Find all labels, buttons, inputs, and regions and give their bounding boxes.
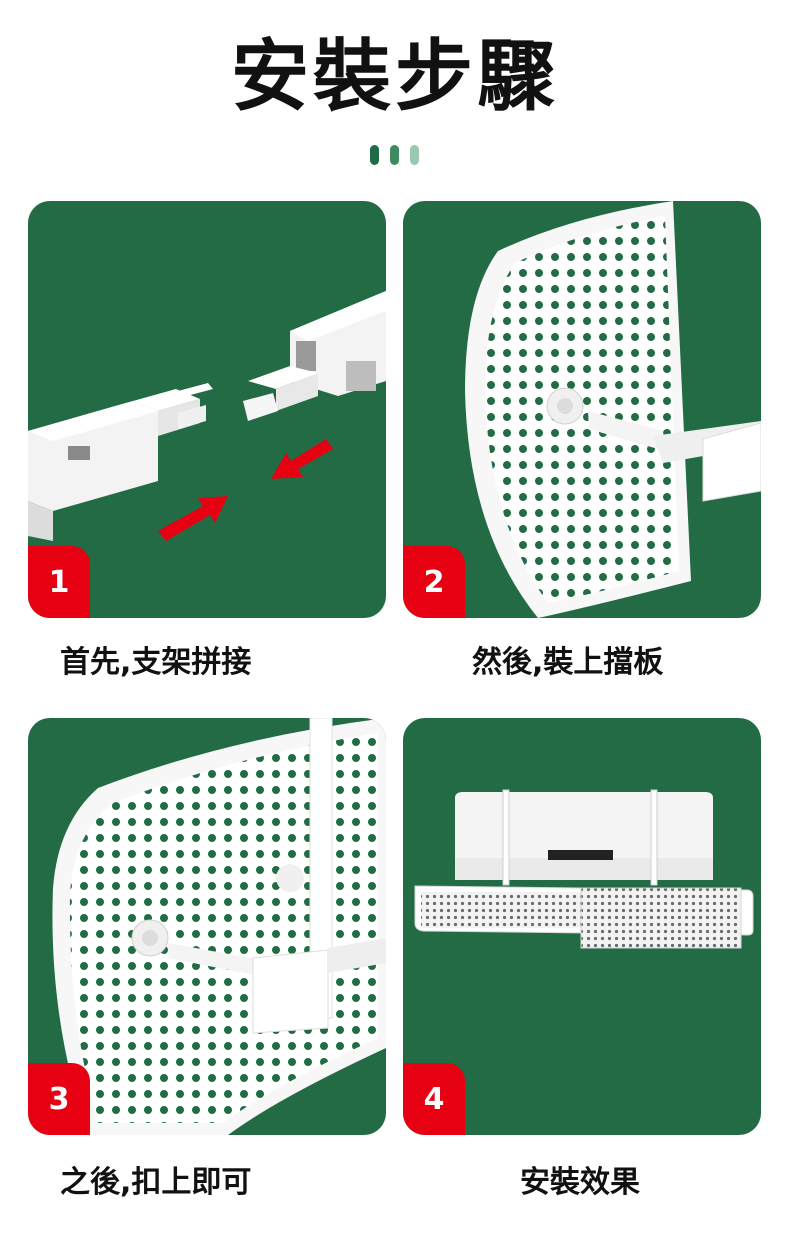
baffle-attach-illustration xyxy=(465,201,761,618)
step-badge: 4 xyxy=(403,1063,465,1135)
step-3-image: 3 xyxy=(28,718,386,1135)
indicator-dot xyxy=(410,145,419,165)
progress-indicator xyxy=(370,145,422,167)
step-badge: 3 xyxy=(28,1063,90,1135)
step-caption: 之後,扣上即可 xyxy=(60,1165,252,1200)
step-caption: 然後,裝上擋板 xyxy=(472,645,664,680)
step-badge: 2 xyxy=(403,546,465,618)
step-caption: 安裝效果 xyxy=(520,1165,640,1200)
step-4-image: 4 xyxy=(403,718,761,1135)
step-1-image: 1 xyxy=(28,201,386,618)
step-badge: 1 xyxy=(28,546,90,618)
clip-on-illustration xyxy=(52,718,386,1135)
page-title: 安裝步驟 xyxy=(230,32,559,122)
indicator-dot xyxy=(370,145,379,165)
indicator-dot xyxy=(390,145,399,165)
step-2-image: 2 xyxy=(403,201,761,618)
installed-result-illustration xyxy=(414,789,754,949)
step-caption: 首先,支架拼接 xyxy=(60,645,252,680)
bracket-connect-illustration xyxy=(28,291,386,541)
